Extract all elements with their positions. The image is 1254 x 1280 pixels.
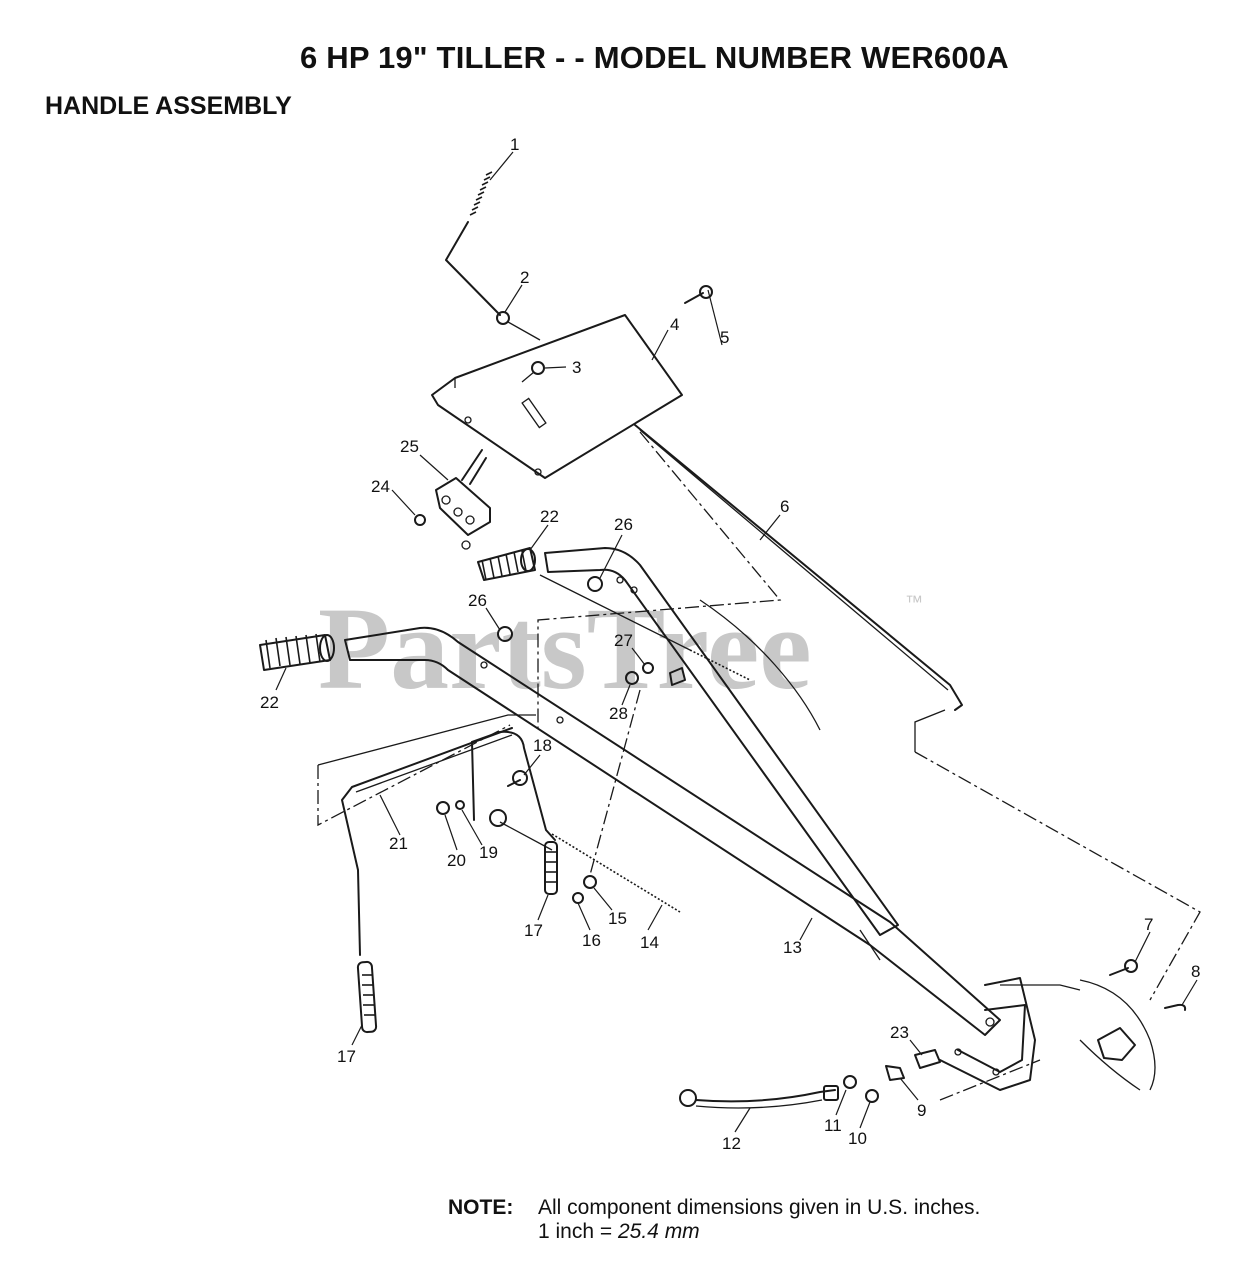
callout-15: 15 (608, 909, 627, 928)
callout-11: 11 (824, 1116, 842, 1135)
callout-13: 13 (783, 938, 802, 957)
part-25-control-bracket (414, 449, 491, 550)
upper-cable (539, 574, 751, 686)
callout-8: 8 (1191, 962, 1200, 981)
callout-9: 9 (917, 1101, 926, 1120)
callout-21: 21 (389, 834, 408, 853)
part-6-rod (634, 424, 963, 711)
callout-1: 1 (510, 135, 519, 154)
callout-17b: 17 (337, 1047, 356, 1066)
note-line-2-value: 25.4 mm (617, 1220, 700, 1243)
callout-17a: 17 (524, 921, 543, 940)
callout-4: 4 (670, 315, 679, 334)
base-bracket (679, 959, 1187, 1109)
callout-3: 3 (572, 358, 581, 377)
callout-22-upper: 22 (540, 507, 559, 526)
callout-23: 23 (890, 1023, 909, 1042)
note-line-2-prefix: 1 inch = (538, 1220, 618, 1243)
callout-numbers: 1 2 3 4 5 6 7 8 9 10 11 12 13 14 15 16 1… (260, 135, 1200, 1153)
callout-5: 5 (720, 328, 729, 347)
callout-19: 19 (479, 843, 498, 862)
callout-26-lower: 26 (468, 591, 487, 610)
lower-handle (259, 626, 1001, 1036)
page-title: 6 HP 19" TILLER - - MODEL NUMBER WER600A (300, 40, 1009, 75)
callout-10: 10 (848, 1129, 867, 1148)
callout-24: 24 (371, 477, 390, 496)
callout-leaders (275, 151, 1198, 1133)
section-title: HANDLE ASSEMBLY (45, 92, 292, 120)
shift-bracket (436, 730, 681, 913)
callout-26-upper: 26 (614, 515, 633, 534)
watermark-text: PartsTree (318, 583, 812, 714)
callout-14: 14 (640, 933, 659, 952)
watermark-trademark: ™ (905, 592, 923, 612)
part-4-panel (431, 285, 713, 479)
callout-27: 27 (614, 631, 633, 650)
part-21-shift-rod (341, 727, 513, 1034)
part-1-spring-rod (445, 171, 541, 341)
callout-7: 7 (1144, 915, 1153, 934)
note-line-1: All component dimensions given in U.S. i… (538, 1196, 981, 1219)
callout-6: 6 (780, 497, 789, 516)
callout-16: 16 (582, 931, 601, 950)
note-label: NOTE: (448, 1196, 514, 1219)
reference-lines (317, 431, 1201, 1101)
callout-22-lower: 22 (260, 693, 279, 712)
callout-28: 28 (609, 704, 628, 723)
callout-18: 18 (533, 736, 552, 755)
callout-20: 20 (447, 851, 466, 870)
note-line-2: 1 inch = 25.4 mm (538, 1220, 700, 1244)
callout-12: 12 (722, 1134, 741, 1153)
callout-25: 25 (400, 437, 419, 456)
callout-2: 2 (520, 268, 529, 287)
